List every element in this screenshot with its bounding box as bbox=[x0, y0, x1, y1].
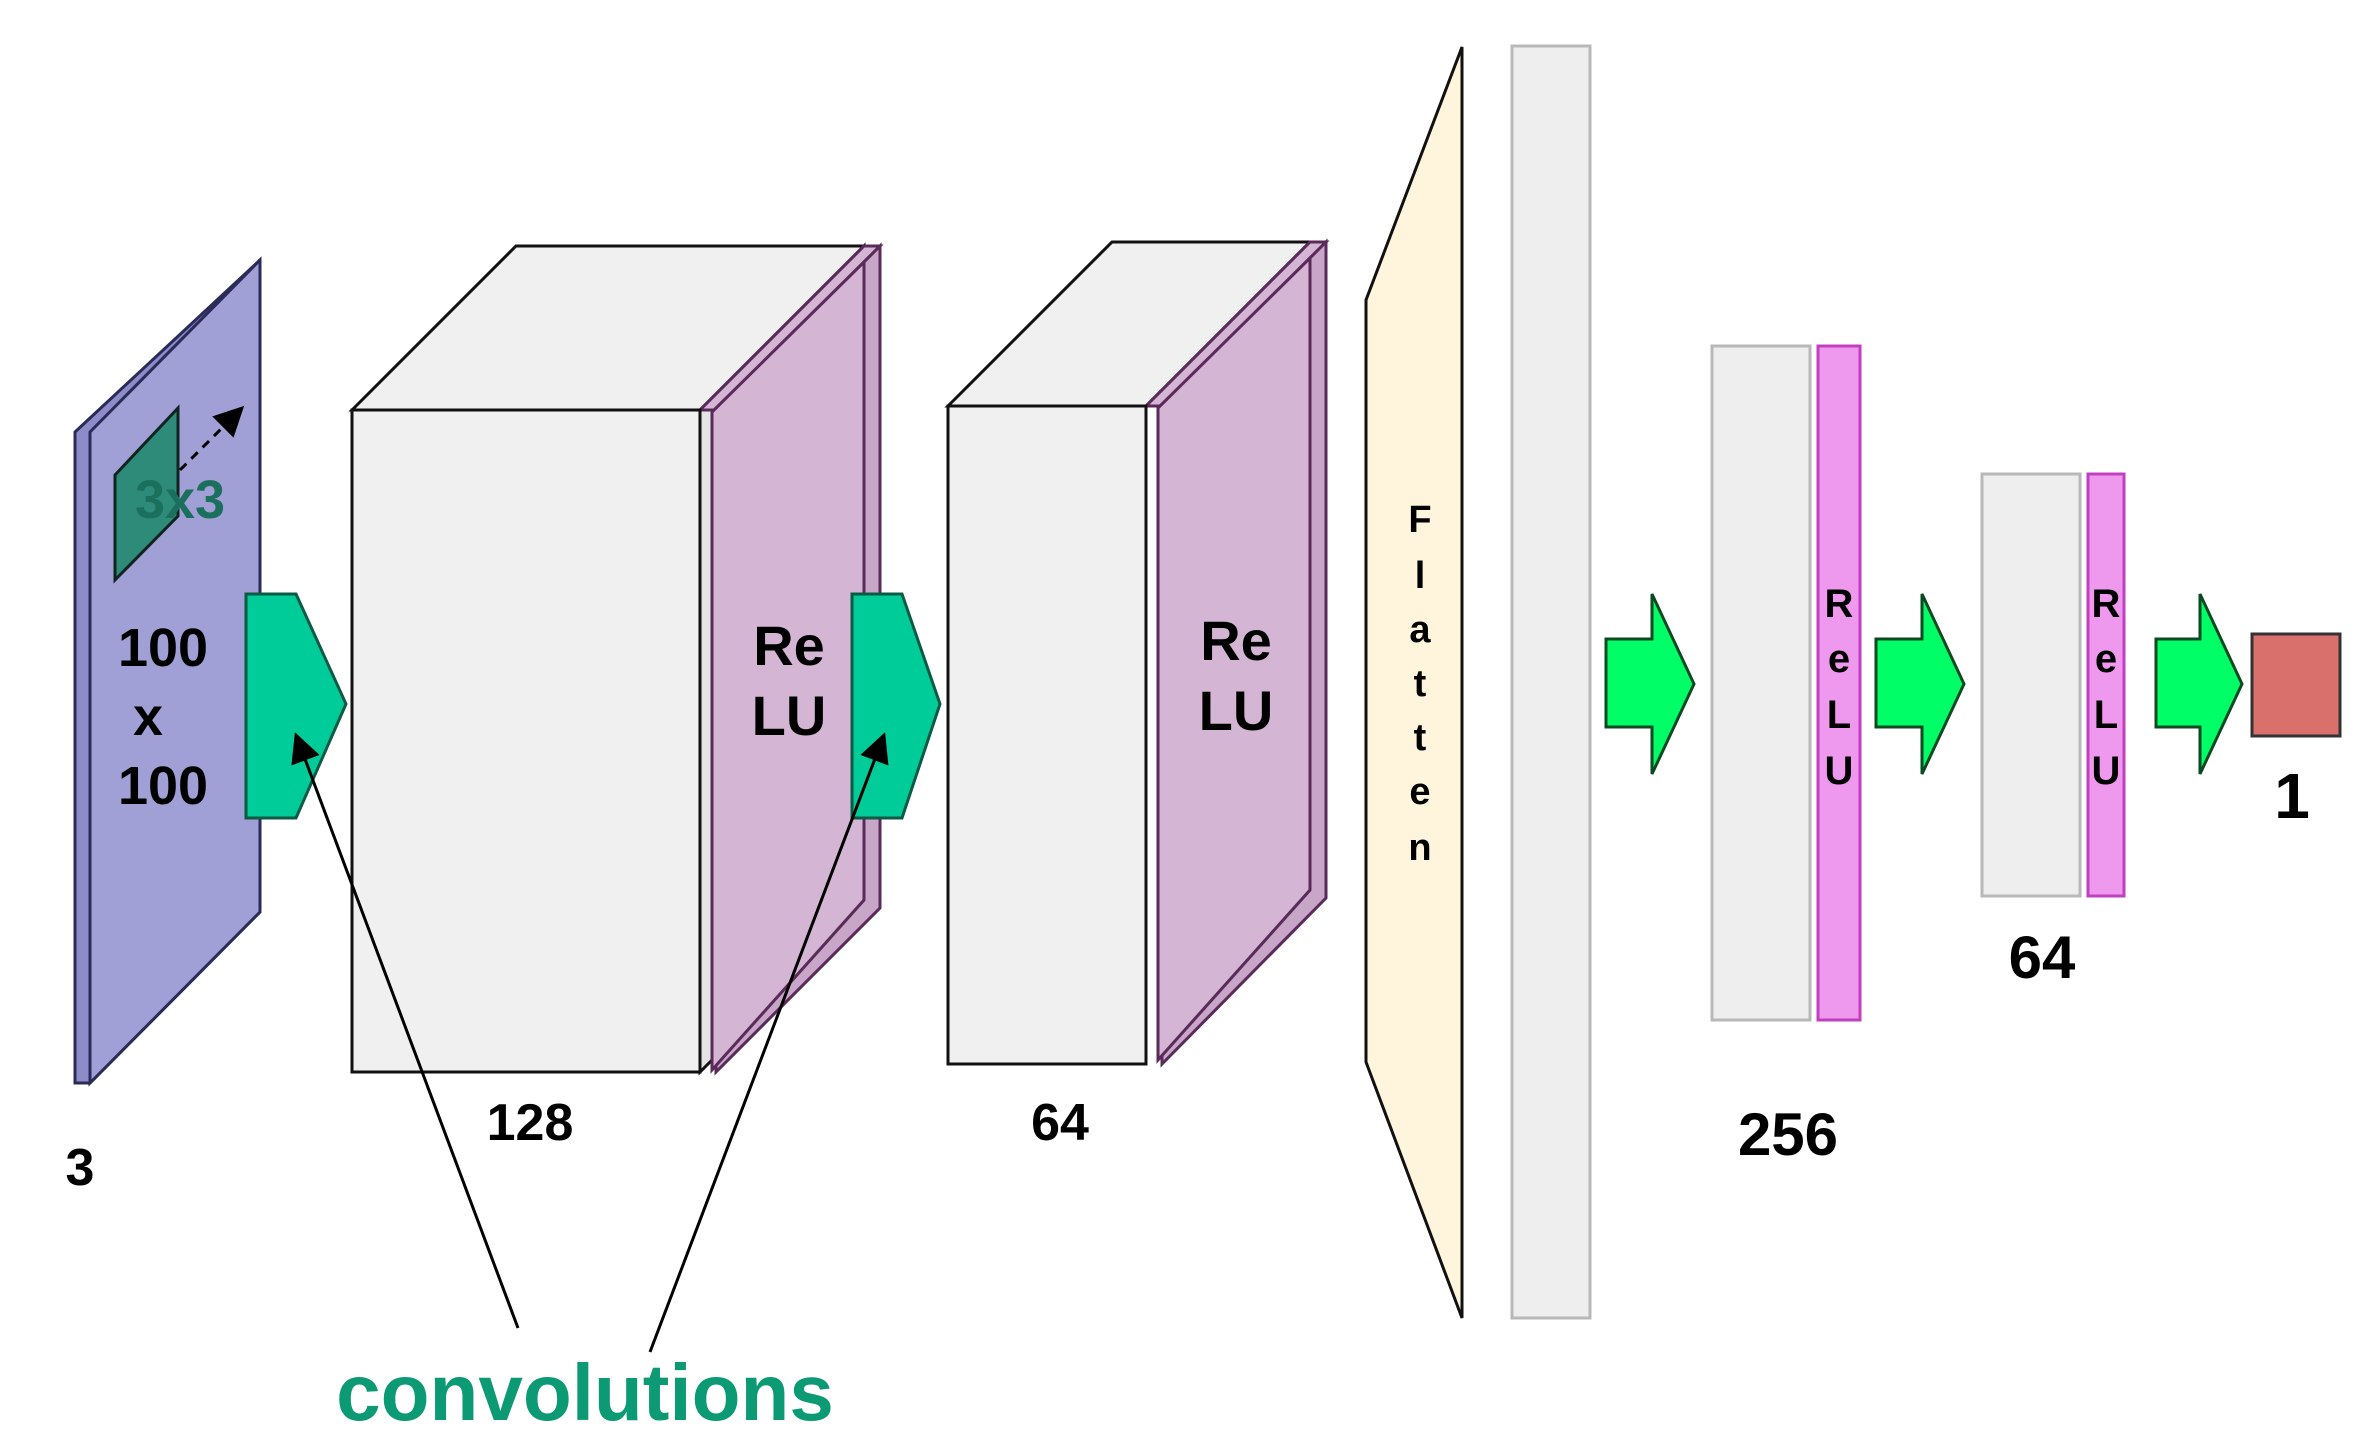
flatten-letter: e bbox=[1409, 771, 1430, 813]
input-depth-label: 3 bbox=[66, 1139, 95, 1197]
dense256-relu-letter: R bbox=[1825, 582, 1854, 626]
flatten-letter: a bbox=[1409, 609, 1431, 651]
conv2-relu-line1: Re bbox=[1200, 609, 1272, 672]
dense256-relu-letter: e bbox=[1828, 637, 1850, 681]
dense256-block bbox=[1710, 344, 1812, 1022]
input-size-line3: 100 bbox=[118, 756, 208, 816]
dense256-units-label: 256 bbox=[1738, 1101, 1838, 1168]
output-units-label: 1 bbox=[2274, 760, 2310, 832]
convolutions-pointer-1 bbox=[291, 732, 520, 1329]
input-size-line1: 100 bbox=[118, 618, 208, 678]
conv-block-2: Re LU 64 bbox=[944, 238, 1330, 1152]
dense64-units-label: 64 bbox=[2009, 924, 2076, 991]
flatten-letter: l bbox=[1415, 555, 1426, 597]
dense256-relu-letter: L bbox=[1827, 693, 1851, 737]
input-size-line2: x bbox=[133, 687, 163, 747]
conv2-channels-label: 64 bbox=[1031, 1094, 1089, 1152]
dense-layer-64: R e L U 64 bbox=[1980, 472, 2126, 991]
kernel-square bbox=[113, 404, 180, 584]
dense64-relu-letter: R bbox=[2092, 582, 2121, 626]
conv2-relu-face bbox=[1156, 254, 1312, 1064]
dense64-block bbox=[1980, 472, 2082, 898]
dense-arrow-1 bbox=[1604, 593, 1696, 775]
input-layer: 3x3 100 x 100 3 bbox=[66, 256, 262, 1197]
convolutions-label: convolutions bbox=[336, 1348, 834, 1437]
conv1-channels-label: 128 bbox=[487, 1094, 574, 1152]
dense-arrow-2 bbox=[1874, 593, 1966, 775]
flatten-letter: F bbox=[1408, 499, 1431, 541]
dense64-relu-letter: e bbox=[2095, 637, 2117, 681]
convolutions-pointer-2 bbox=[648, 732, 889, 1353]
flatten-trapezoid bbox=[1364, 46, 1464, 1319]
conv2-relu-line2: LU bbox=[1199, 679, 1274, 742]
dense256-relu-letter: U bbox=[1825, 749, 1854, 793]
output-unit bbox=[2250, 632, 2342, 738]
conv1-relu-line1: Re bbox=[753, 614, 825, 677]
flatten-letter: n bbox=[1408, 827, 1431, 869]
output-layer: 1 bbox=[2250, 632, 2342, 832]
dense64-relu-letter: L bbox=[2094, 693, 2118, 737]
dense256-relu bbox=[1816, 344, 1862, 1022]
dense64-relu-letter: U bbox=[2092, 749, 2121, 793]
flatten-letter: t bbox=[1414, 663, 1427, 705]
conv1-front-face bbox=[350, 408, 702, 1074]
flatten-letter: t bbox=[1414, 717, 1427, 759]
conv-block-1: Re LU 128 bbox=[348, 242, 884, 1152]
conv2-front-face bbox=[946, 404, 1148, 1066]
flatten-layer: F l a t t e n bbox=[1364, 46, 1464, 1319]
flattened-vector bbox=[1510, 44, 1592, 1320]
dense-layer-256: R e L U 256 bbox=[1710, 344, 1862, 1168]
conv1-relu-face bbox=[710, 258, 866, 1074]
conv1-relu-line2: LU bbox=[752, 684, 827, 747]
kernel-size-label: 3x3 bbox=[135, 470, 225, 530]
conv-arrow-1 bbox=[244, 592, 348, 820]
dense-arrow-3 bbox=[2154, 593, 2244, 775]
dense64-relu bbox=[2086, 472, 2126, 898]
